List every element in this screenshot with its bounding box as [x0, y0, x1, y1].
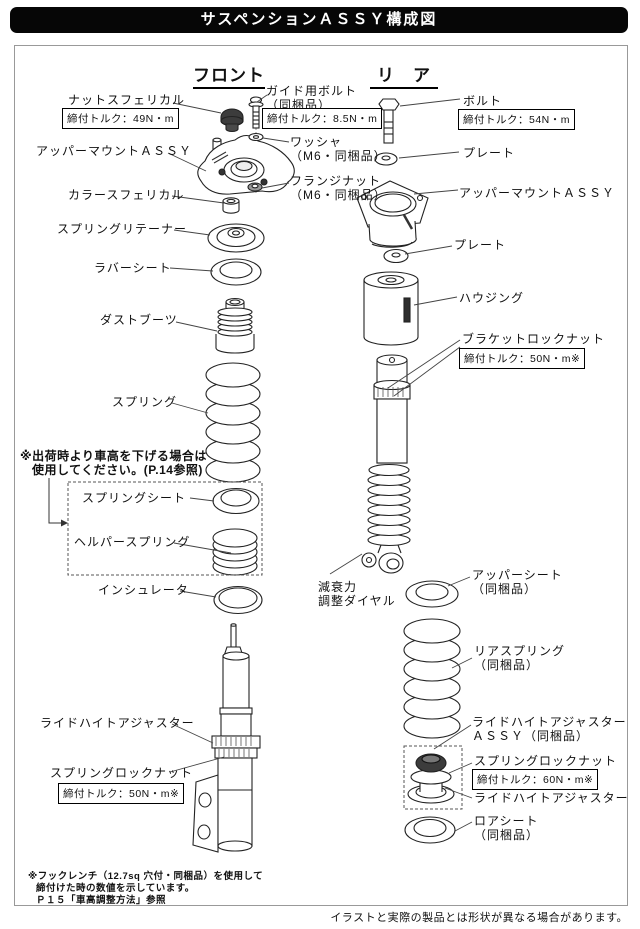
label-rear-damping-dial: 減衰力 調整ダイヤル — [318, 580, 396, 608]
front-dust-boots-drawing — [215, 297, 255, 354]
lower-seat-name: ロアシート — [474, 814, 539, 828]
label-front-rubber-seat: ラバーシート — [94, 261, 172, 275]
lowering-note-line2: 使用してください。(P.14参照) — [32, 463, 203, 477]
rear-housing-drawing — [363, 271, 419, 346]
diagram-frame — [14, 45, 628, 906]
damping-dial-line1: 減衰力 — [318, 580, 358, 594]
label-front-helper-spring: ヘルパースプリング — [74, 535, 191, 549]
label-front-dust-boots: ダストブーツ — [100, 313, 178, 327]
rear-plate2-drawing — [383, 248, 409, 264]
label-rear-upper-mount: アッパーマウントＡＳＳＹ — [459, 186, 616, 200]
leader-lines — [167, 94, 473, 832]
front-section-header: フロント — [193, 61, 265, 89]
label-rear-plate1: プレート — [463, 146, 516, 160]
flange-nut-name: フランジナット — [290, 174, 382, 188]
rha-assy-sub: ＡＳＳＹ（同梱品） — [472, 729, 590, 743]
front-nut-spherical-drawing — [220, 108, 244, 133]
label-front-upper-mount: アッパーマウントＡＳＳＹ — [36, 144, 193, 158]
hook-wrench-note-line3: Ｐ１５「車高調整方法」参照 — [36, 895, 167, 906]
rear-lower-seat-drawing — [404, 816, 456, 844]
rear-spring-drawing — [403, 618, 461, 739]
front-flange-nut-drawing — [247, 182, 263, 192]
front-washer-drawing — [248, 132, 264, 142]
footer-disclaimer: イラストと実際の製品とは形状が異なる場合があります。 — [330, 912, 628, 924]
label-front-spring-retainer: スプリングリテーナー — [57, 222, 188, 236]
torque-front-guide-bolt: 締付トルク：8.5N・m — [262, 108, 383, 129]
label-rear-spring: リアスプリング （同梱品） — [474, 644, 565, 672]
lower-seat-sub: （同梱品） — [474, 828, 540, 842]
front-spring-seat-drawing — [212, 487, 260, 515]
rear-option-dashed-box — [403, 745, 463, 810]
label-rear-housing: ハウジング — [459, 291, 525, 305]
washer-name: ワッシャ — [290, 135, 343, 149]
rear-shock-drawing — [361, 354, 411, 574]
label-front-spring-seat: スプリングシート — [82, 491, 187, 505]
rear-spring-sub: （同梱品） — [474, 658, 540, 672]
hook-wrench-note-line1: ※フックレンチ（12.7sq 穴付・同梱品）を使用して — [28, 871, 264, 882]
front-upper-mount-drawing — [197, 135, 295, 195]
front-rubber-seat-drawing — [210, 258, 262, 286]
front-spring-retainer-drawing — [207, 223, 265, 253]
washer-sub: （M6・同梱品） — [290, 149, 387, 163]
label-rear-ride-height-adjuster: ライドハイトアジャスター — [474, 791, 629, 805]
front-insulator-drawing — [213, 585, 263, 615]
rear-plate1-drawing — [374, 152, 398, 166]
label-front-spring-lock-nut: スプリングロックナット — [50, 766, 194, 780]
label-front-ride-height-adjuster: ライドハイトアジャスター — [40, 716, 195, 730]
upper-seat-sub: （同梱品） — [472, 582, 538, 596]
upper-seat-name: アッパーシート — [472, 568, 563, 582]
label-rear-lower-seat: ロアシート （同梱品） — [474, 814, 539, 842]
label-rear-bracket-lock-nut: ブラケットロックナット — [462, 332, 606, 346]
label-rear-rha-assy: ライドハイトアジャスター ＡＳＳＹ（同梱品） — [472, 715, 627, 743]
label-rear-bolt: ボルト — [463, 94, 503, 108]
page-title: サスペンションＡＳＳＹ構成図 — [10, 7, 628, 33]
rear-bolt-drawing — [378, 98, 400, 144]
hook-wrench-note-line2: 締付けた時の数値を示しています。 — [36, 883, 195, 894]
torque-rear-bolt: 締付トルク：54N・m — [458, 109, 576, 130]
label-rear-plate2: プレート — [454, 238, 507, 252]
label-rear-upper-seat: アッパーシート （同梱品） — [472, 568, 563, 596]
front-guide-bolt-drawing — [248, 96, 264, 193]
flange-nut-sub: （M6・同梱品） — [290, 188, 387, 202]
front-helper-spring-drawing — [212, 528, 258, 576]
rear-upper-mount-drawing — [356, 180, 429, 248]
rear-rha-assy-drawing — [407, 753, 455, 804]
rha-assy-name: ライドハイトアジャスター — [472, 715, 627, 729]
rear-section-header: リ ア — [370, 61, 438, 89]
front-collar-drawing — [222, 197, 240, 214]
label-front-washer: ワッシャ （M6・同梱品） — [290, 135, 387, 163]
label-front-flange-nut: フランジナット （M6・同梱品） — [290, 174, 387, 202]
label-front-spring: スプリング — [112, 395, 178, 409]
lowering-note-line1: ※出荷時より車高を下げる場合は — [20, 449, 207, 463]
torque-rear-bracket-lock-nut: 締付トルク：50N・m※ — [459, 348, 586, 369]
note-arrow — [48, 478, 68, 527]
front-strut-drawing — [192, 623, 261, 853]
torque-front-nut-spherical: 締付トルク：49N・m — [62, 108, 180, 129]
damping-dial-line2: 調整ダイヤル — [318, 594, 396, 608]
front-option-dashed-box — [67, 481, 263, 576]
guide-bolt-name: ガイド用ボルト — [266, 84, 358, 98]
label-front-insulator: インシュレータ — [98, 583, 189, 597]
label-front-nut-spherical: ナットスフェリカル — [68, 93, 186, 107]
rear-upper-seat-drawing — [405, 580, 459, 608]
torque-front-spring-lock-nut: 締付トルク：50N・m※ — [58, 783, 185, 804]
torque-rear-spring-lock-nut: 締付トルク：60N・m※ — [472, 769, 599, 790]
label-front-collar-spherical: カラースフェリカル — [68, 188, 185, 202]
front-spring-drawing — [205, 362, 261, 483]
rear-spring-name: リアスプリング — [474, 644, 566, 658]
label-rear-spring-lock-nut: スプリングロックナット — [474, 754, 618, 768]
